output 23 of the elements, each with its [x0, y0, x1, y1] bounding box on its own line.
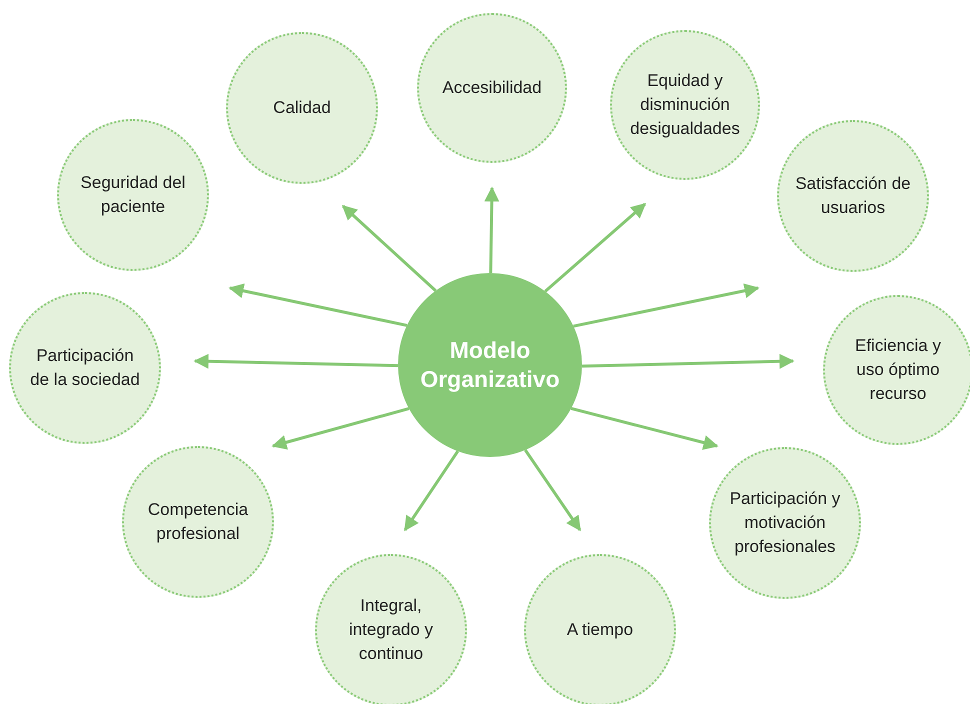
- topic-label: Eficiencia y uso óptimo recurso: [854, 335, 942, 405]
- arrow: [573, 283, 760, 328]
- arrow: [524, 449, 582, 532]
- topic-label: Calidad: [272, 97, 332, 120]
- topic-label: Equidad y disminución desigualdades: [629, 70, 741, 140]
- arrow: [342, 204, 437, 292]
- topic-label: A tiempo: [566, 619, 634, 642]
- topic-label: Satisfacción de usuarios: [794, 173, 912, 219]
- arrow: [194, 354, 398, 369]
- arrow: [570, 406, 718, 450]
- topic-label: Accesibilidad: [441, 77, 543, 100]
- arrow: [272, 407, 410, 450]
- topic-label: Participación y motivación profesionales: [728, 488, 842, 558]
- topic-label: Integral, integrado y continuo: [348, 595, 434, 665]
- arrow: [228, 283, 408, 327]
- topic-label: Competencia profesional: [146, 499, 250, 545]
- arrow: [404, 450, 460, 532]
- arrow: [484, 186, 500, 274]
- topic-label: Participación de la sociedad: [29, 345, 141, 391]
- topic-label: Seguridad del paciente: [80, 172, 186, 218]
- arrow: [544, 202, 646, 293]
- central-label: Modelo Organizativo: [419, 336, 561, 394]
- arrow: [582, 354, 794, 369]
